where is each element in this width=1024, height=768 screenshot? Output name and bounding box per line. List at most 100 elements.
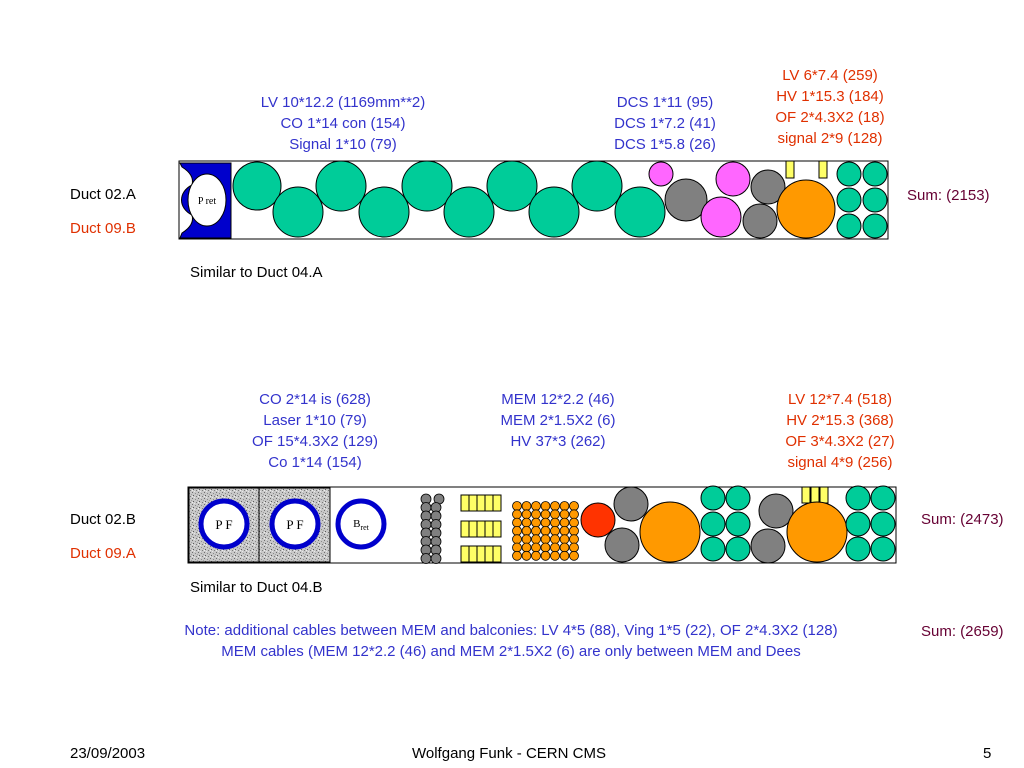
duct-b-notes-right: LV 12*7.4 (518) HV 2*15.3 (368) OF 3*4.3…	[760, 389, 920, 473]
duct-b-sum: Sum: (2473)	[921, 511, 1004, 528]
signal-cable	[870, 511, 896, 537]
gray-cable	[613, 486, 649, 522]
mem-cable	[559, 550, 570, 561]
gray-cable	[742, 203, 778, 239]
dcs-cable	[648, 161, 674, 187]
mem-cable	[521, 534, 532, 545]
note-line: signal 4*9 (256)	[787, 454, 893, 471]
gray-cable	[750, 169, 786, 205]
mem-cable	[512, 534, 522, 545]
fiber-bundle	[492, 520, 502, 538]
mem-cable	[559, 534, 570, 545]
mem-cable	[531, 526, 541, 536]
mem-cable	[569, 509, 579, 520]
footer-author: Wolfgang Funk - CERN CMS	[412, 745, 606, 762]
note-line: LV 6*7.4 (259)	[782, 67, 878, 84]
mem-cable	[559, 509, 570, 520]
mem-cable	[550, 542, 560, 553]
mem-cable	[531, 550, 541, 561]
mem-cable	[521, 501, 532, 511]
bret-main: B	[353, 518, 360, 530]
signal-cable	[862, 187, 888, 213]
dcs-cable	[715, 161, 751, 197]
fiber-bundle	[460, 545, 470, 563]
mem-cable	[550, 517, 560, 528]
mem-cable-group	[512, 501, 579, 561]
mem-cable	[540, 517, 551, 528]
fiber-bundle	[460, 494, 470, 512]
note-line: HV 1*15.3 (184)	[776, 88, 884, 105]
duct-b-notes-left: CO 2*14 is (628) Laser 1*10 (79) OF 15*4…	[230, 389, 400, 473]
signal-cable	[725, 511, 751, 537]
bret-sub: ret	[360, 523, 369, 532]
of-cable	[818, 160, 828, 179]
signal-cable	[725, 536, 751, 562]
mem-cable	[559, 542, 570, 553]
duct-b-label: Duct 02.B	[70, 511, 136, 528]
of-cable	[810, 486, 820, 504]
mem-cable	[569, 501, 579, 511]
signal-cable	[870, 485, 896, 511]
fiber-bundle	[492, 545, 502, 563]
mem-cable	[540, 534, 551, 545]
mem-cable	[512, 501, 522, 511]
signal-cable	[700, 485, 726, 511]
lv-cable	[272, 186, 324, 238]
note-line: DCS 1*7.2 (41)	[614, 115, 716, 132]
note-line: DCS 1*11 (95)	[616, 94, 714, 111]
note-line: CO 1*14 con (154)	[280, 115, 406, 132]
of-cable	[819, 486, 829, 504]
mem-cable	[512, 509, 522, 520]
mem-cable	[550, 534, 560, 545]
fiber-group	[460, 494, 502, 563]
note-line: Signal 1*10 (79)	[289, 136, 397, 153]
note-line-2: MEM cables (MEM 12*2.2 (46) and MEM 2*1.…	[221, 643, 801, 660]
note-line: OF 3*4.3X2 (27)	[785, 433, 895, 450]
duct-b-notes-mid: MEM 12*2.2 (46) MEM 2*1.5X2 (6) HV 37*3 …	[478, 389, 638, 452]
mem-cable	[531, 534, 541, 545]
pf-pipe	[269, 498, 321, 550]
note-line: LV 10*12.2 (1169mm**2)	[260, 94, 426, 111]
note-line: OF 2*4.3X2 (18)	[775, 109, 885, 126]
footer-date: 23/09/2003	[70, 745, 146, 762]
duct-a-similar: Similar to Duct 04.A	[190, 264, 323, 281]
duct-a-alt-label: Duct 09.B	[70, 220, 136, 237]
mem-cable	[550, 501, 560, 511]
mem-cable	[550, 509, 560, 520]
mem-cable	[569, 526, 579, 536]
lv-cable	[401, 160, 453, 212]
mem-cable	[521, 509, 532, 520]
hv-wire	[420, 553, 432, 564]
fiber-bundle	[460, 520, 470, 538]
gray-cable	[750, 528, 786, 564]
dcs-cable	[664, 178, 708, 222]
note-line: CO 2*14 is (628)	[259, 391, 371, 408]
signal-cable	[836, 187, 862, 213]
pf-label: P F	[215, 517, 232, 532]
lv-cable	[315, 160, 367, 212]
mem-cable	[531, 509, 541, 520]
note-sum: Sum: (2659)	[921, 623, 1004, 640]
fiber-bundle	[484, 520, 494, 538]
note-line: OF 15*4.3X2 (129)	[252, 433, 378, 450]
mem-cable	[559, 517, 570, 528]
duct-a-notes-right: LV 6*7.4 (259) HV 1*15.3 (184) OF 2*4.3X…	[755, 65, 905, 149]
note-line-1: Note: additional cables between MEM and …	[184, 622, 838, 639]
duct-b-similar: Similar to Duct 04.B	[190, 579, 323, 596]
signal-cable	[836, 213, 862, 239]
pf-label: P F	[286, 517, 303, 532]
pf-pipe	[198, 498, 250, 550]
note-line: HV 2*15.3 (368)	[786, 412, 894, 429]
gray-cable	[604, 527, 640, 563]
mem-cable	[559, 501, 570, 511]
signal-cable	[700, 536, 726, 562]
lv-cable	[443, 186, 495, 238]
note-line: MEM 2*1.5X2 (6)	[500, 412, 616, 429]
mem-cable	[550, 526, 560, 536]
signal-cable	[845, 485, 871, 511]
note-block: Note: additional cables between MEM and …	[128, 620, 894, 662]
hv-wire-group	[420, 493, 445, 564]
dcs-cable	[700, 196, 742, 238]
fiber-bundle	[492, 494, 502, 512]
